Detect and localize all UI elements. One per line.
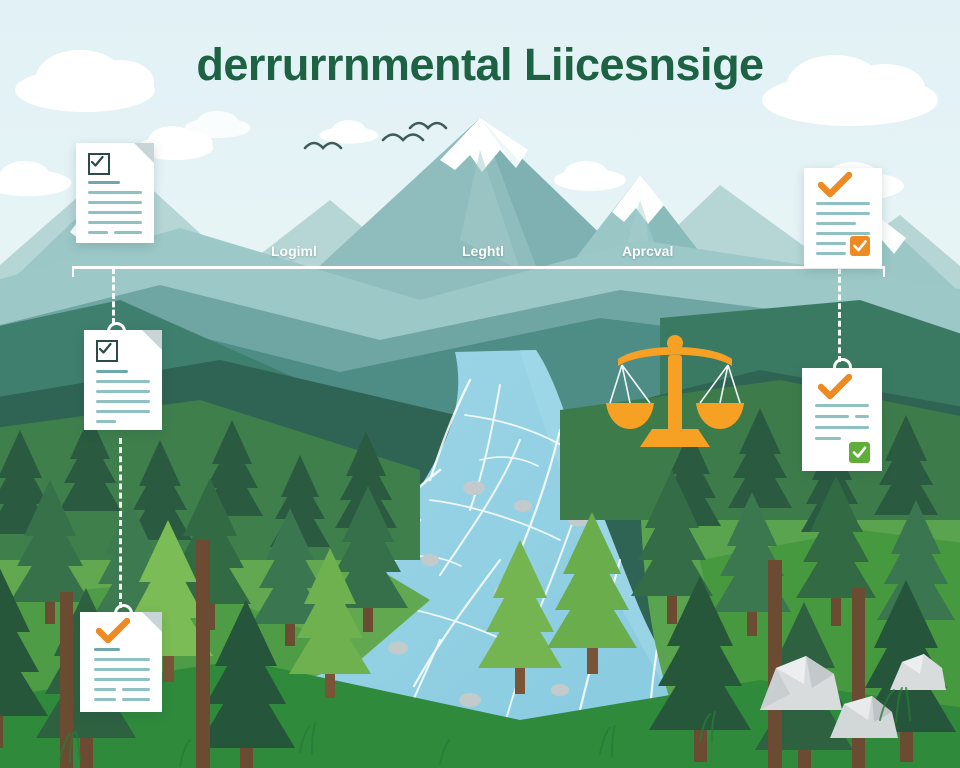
doc-text-line — [94, 688, 116, 691]
timeline-step-3-label: Aprcval — [622, 243, 674, 259]
connector-left-lower — [119, 438, 122, 608]
check-icon — [96, 618, 130, 644]
grass-tuft — [59, 687, 911, 767]
doc-text-line — [88, 211, 142, 214]
document-card-mid-right[interactable] — [802, 368, 882, 471]
doc-text-line — [122, 698, 150, 701]
doc-text-line — [96, 380, 150, 383]
doc-text-line — [815, 426, 869, 429]
doc-text-line — [94, 648, 120, 651]
doc-text-line — [815, 437, 841, 440]
doc-text-line — [96, 410, 150, 413]
doc-text-line — [96, 400, 150, 403]
doc-text-line — [816, 242, 846, 245]
doc-text-line — [816, 222, 856, 225]
document-card-top-right[interactable] — [804, 168, 882, 268]
bird-icon — [303, 121, 448, 150]
connector-left-upper — [112, 268, 115, 324]
doc-text-line — [88, 181, 120, 184]
page-fold-corner — [142, 612, 162, 632]
doc-text-line — [88, 221, 142, 224]
doc-text-line — [855, 415, 869, 418]
page-title: derrurrnmental Liicesnsige — [196, 39, 764, 90]
doc-text-line — [88, 231, 108, 234]
timeline-bar — [72, 266, 885, 269]
rock-icon — [760, 654, 946, 738]
doc-text-line — [88, 201, 142, 204]
document-card-top-left[interactable] — [76, 143, 154, 243]
timeline-tick-start — [72, 266, 74, 277]
doc-text-line — [94, 668, 150, 671]
connector-right-upper — [838, 268, 841, 362]
doc-text-line — [94, 678, 150, 681]
doc-text-line — [816, 232, 870, 235]
doc-text-line — [122, 688, 150, 691]
scales-of-justice-icon — [600, 325, 750, 455]
document-card-mid-left[interactable] — [84, 330, 162, 430]
page-fold-corner — [134, 143, 154, 163]
check-icon — [818, 374, 852, 400]
timeline-step-2-label: Leghtl — [462, 243, 504, 259]
doc-text-line — [815, 404, 869, 407]
document-card-bottom-left[interactable] — [80, 612, 162, 712]
doc-text-line — [114, 231, 142, 234]
check-icon — [818, 172, 852, 198]
doc-text-line — [815, 415, 849, 418]
doc-text-line — [816, 212, 870, 215]
page-fold-corner — [142, 330, 162, 350]
doc-text-line — [94, 658, 150, 661]
doc-text-line — [96, 420, 116, 423]
doc-text-line — [94, 698, 116, 701]
timeline-tick-end — [883, 266, 885, 277]
doc-text-line — [816, 202, 870, 205]
status-badge-approved-green — [849, 442, 870, 463]
doc-text-line — [96, 370, 128, 373]
pine-tree-icon — [0, 408, 956, 768]
status-badge-approved-orange — [850, 236, 870, 256]
checkbox-checked-icon[interactable] — [96, 340, 118, 362]
doc-text-line — [88, 191, 142, 194]
timeline-step-1-label: Logiml — [271, 243, 317, 259]
checkbox-checked-icon[interactable] — [88, 153, 110, 175]
doc-text-line — [96, 390, 150, 393]
doc-text-line — [816, 252, 846, 255]
